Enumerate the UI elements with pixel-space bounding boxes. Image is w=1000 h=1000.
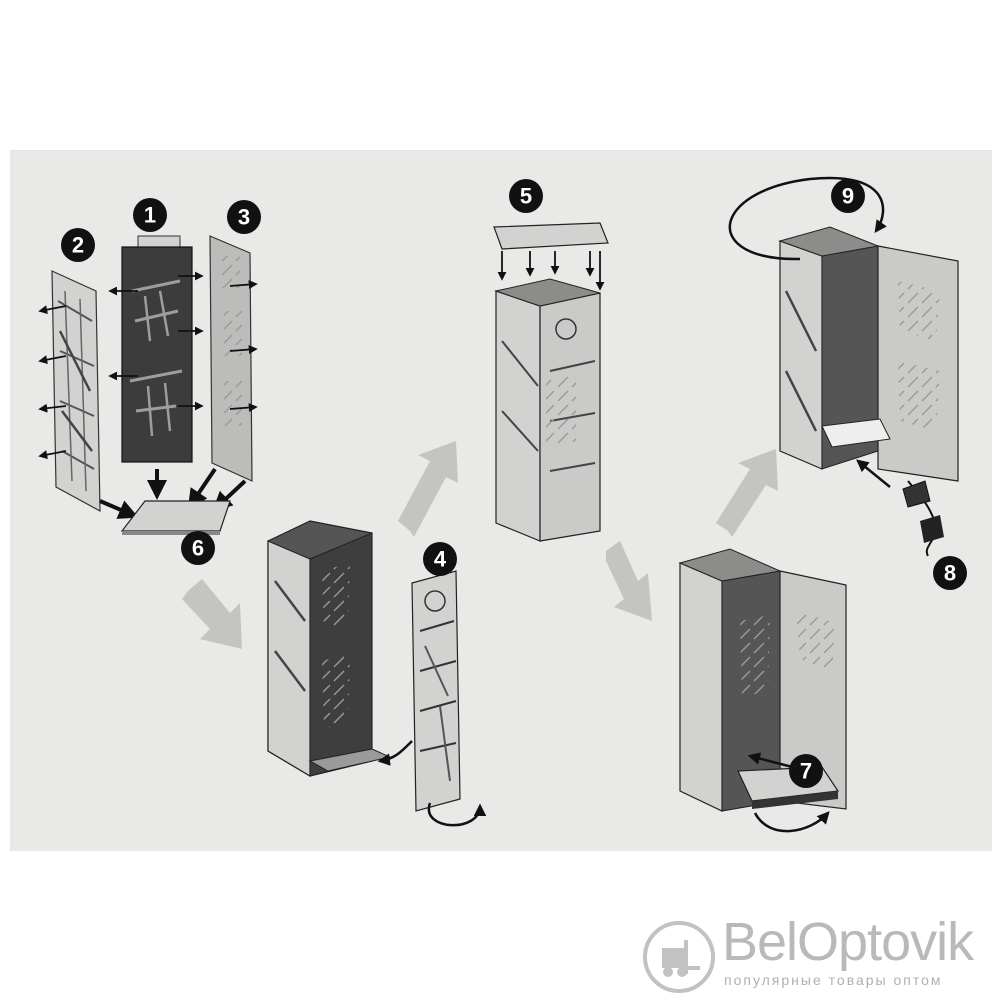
svg-text:7: 7 [800, 759, 812, 784]
explode-arrows [38, 271, 258, 460]
watermark: BelOptovik популярные товары оптом [640, 910, 1000, 1000]
box-closed-lid [493, 222, 609, 542]
panel-back-dark [121, 235, 193, 463]
svg-text:5: 5 [520, 184, 532, 209]
adapter-plug [902, 480, 944, 557]
step-badge-2: 2 [61, 228, 95, 262]
svg-text:3: 3 [238, 205, 250, 230]
svg-text:9: 9 [842, 184, 854, 209]
watermark-brand: BelOptovik [722, 912, 974, 972]
front-panel-piece [411, 570, 461, 812]
flow-arrow-1 [182, 579, 242, 649]
step-badge-6: 6 [181, 531, 215, 565]
watermark-tagline: популярные товары оптом [724, 972, 943, 988]
flow-arrow-4 [716, 449, 778, 537]
box-insert-tray [678, 548, 847, 812]
cable-arrows-step9 [728, 176, 891, 488]
flow-arrows [182, 441, 778, 649]
svg-text:8: 8 [944, 561, 956, 586]
box-open-front [267, 520, 392, 778]
lid-down-arrows [497, 251, 605, 291]
step-badge-4: 4 [423, 542, 457, 576]
svg-text:1: 1 [144, 203, 156, 228]
step-badge-9: 9 [831, 179, 865, 213]
step-badge-7: 7 [789, 754, 823, 788]
panel-right-side [209, 235, 253, 482]
assembly-diagram: 1 2 3 4 5 6 7 8 9 [38, 176, 967, 833]
flow-arrow-3 [606, 541, 652, 621]
base-plate [120, 500, 231, 535]
attach-arrows-step4 [377, 740, 487, 827]
instruction-sheet: 1 2 3 4 5 6 7 8 9 [10, 150, 992, 851]
svg-text:4: 4 [434, 547, 447, 572]
step-badge-5: 5 [509, 179, 543, 213]
svg-text:6: 6 [192, 536, 204, 561]
step-badge-1: 1 [133, 198, 167, 232]
forklift-logo-icon [643, 921, 715, 993]
step-badge-3: 3 [227, 200, 261, 234]
flow-arrow-2 [398, 441, 458, 537]
svg-text:2: 2 [72, 233, 84, 258]
box-final-adapter [778, 226, 959, 482]
step-badge-8: 8 [933, 556, 967, 590]
